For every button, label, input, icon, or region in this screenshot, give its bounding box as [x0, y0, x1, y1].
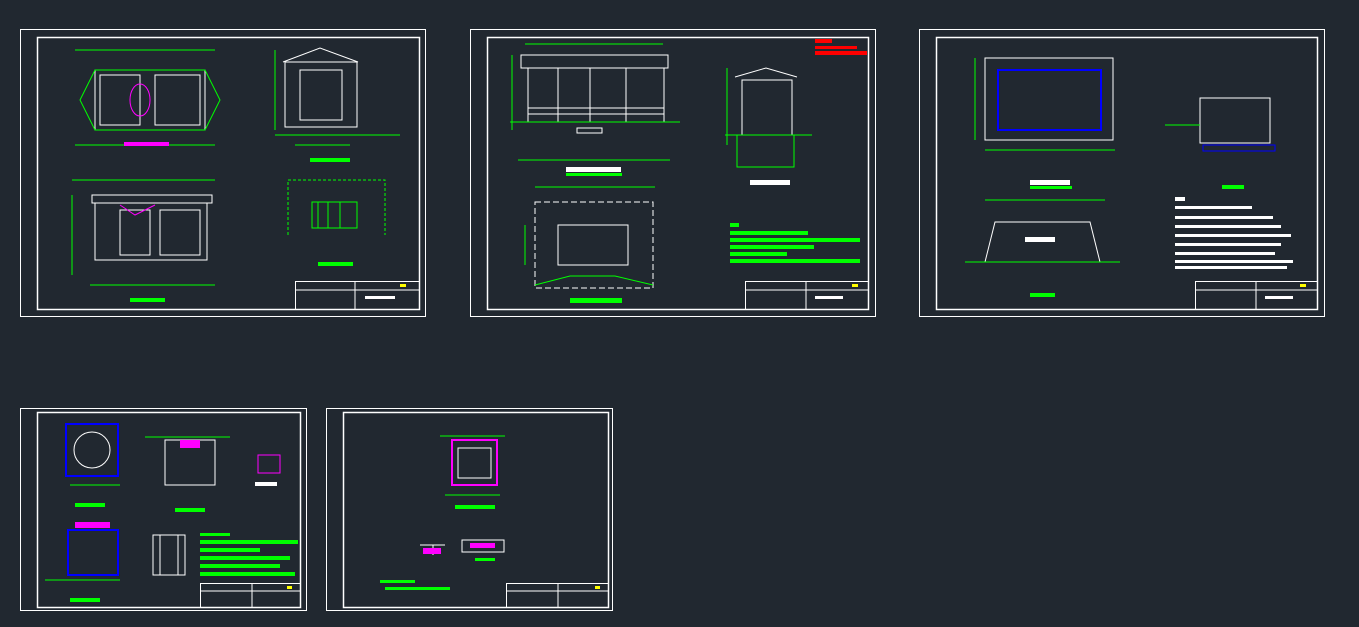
plan-view — [75, 49, 221, 146]
warning-note — [815, 39, 867, 55]
cable-trench-section — [440, 435, 505, 509]
drawing-sheet-1[interactable] — [20, 29, 426, 317]
foundation-plan — [974, 57, 1115, 189]
title-block — [200, 583, 301, 608]
title-block — [295, 281, 420, 310]
front-elevation — [510, 43, 680, 176]
drawing-sheet-2[interactable] — [470, 29, 876, 317]
foundation-section — [287, 179, 386, 266]
pit-section — [145, 436, 230, 512]
detail-a — [420, 544, 445, 555]
pit-plan — [65, 423, 120, 507]
sheet-outer-frame — [326, 408, 613, 611]
title-block — [506, 583, 609, 608]
drawing-sheet-4[interactable] — [20, 408, 307, 611]
sheet-inner-frame — [36, 36, 421, 311]
sheet-inner-frame — [342, 411, 610, 609]
reinforcement-detail — [152, 534, 186, 576]
side-elevation — [274, 47, 400, 162]
sheet-outer-frame — [470, 29, 876, 317]
detail-section — [1165, 97, 1276, 189]
notes — [1175, 197, 1293, 269]
sheet-outer-frame — [919, 29, 1325, 317]
pit-section-2 — [45, 522, 120, 602]
foundation-plan — [524, 186, 655, 303]
detail-small — [255, 454, 281, 486]
notes — [380, 580, 450, 590]
sheet-inner-frame — [935, 36, 1319, 311]
drawing-sheet-3[interactable] — [919, 29, 1325, 317]
detail-b — [461, 539, 505, 561]
title-block — [1195, 281, 1318, 310]
sheet-inner-frame — [36, 411, 302, 609]
sheet-outer-frame — [20, 29, 426, 317]
drawing-sheet-5[interactable] — [326, 408, 613, 611]
title-block — [745, 281, 869, 310]
notes — [730, 223, 860, 263]
cross-section — [965, 199, 1120, 297]
notes — [200, 533, 298, 576]
side-elevation — [725, 67, 812, 185]
front-elevation — [71, 179, 215, 302]
sheet-inner-frame — [486, 36, 870, 311]
sheet-outer-frame — [20, 408, 307, 611]
